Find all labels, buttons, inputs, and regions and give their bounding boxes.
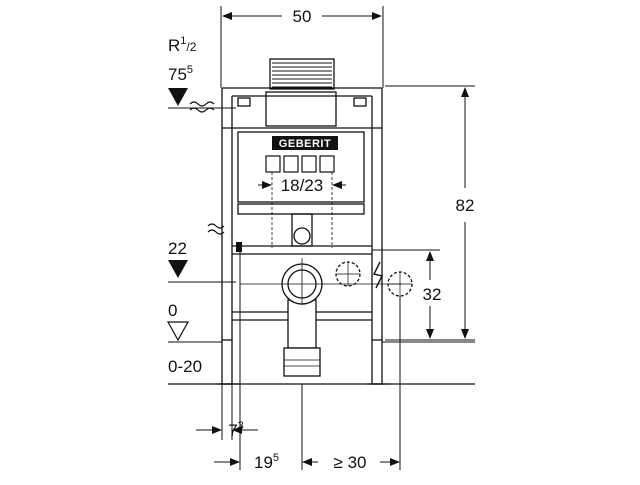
electrical-icon: [372, 261, 384, 289]
button-width-dimension: 18/23: [258, 172, 346, 248]
level-triangle-icon: [168, 88, 188, 106]
outlet-connection: [240, 258, 413, 305]
frame-height-dimension: 82: [385, 85, 475, 341]
installation-frame: [216, 58, 390, 385]
floor-level-triangle-icon: [166, 321, 190, 342]
thread-size-label: R1/2: [168, 35, 197, 55]
wall-gap-dimension: ≥ 30: [302, 453, 400, 472]
inlet-height-label: 755: [168, 64, 193, 84]
top-width-dimension: 50: [220, 6, 384, 88]
flush-button-icon: [265, 155, 335, 173]
water-supply-icon: [207, 223, 225, 235]
geberit-brand-plate: GEBERIT: [265, 136, 338, 173]
water-inlet-annotation: R1/2 755: [168, 35, 236, 113]
water-height-label: 22: [168, 239, 187, 258]
floor-range-label: 0-20: [168, 357, 202, 376]
axis-offset-dimension: 195: [214, 250, 401, 472]
top-width-label: 50: [293, 7, 312, 26]
outlet-height-dimension: 32: [372, 249, 442, 339]
wall-gap-label: ≥ 30: [334, 453, 367, 472]
button-width-label: 18/23: [281, 176, 324, 195]
outlet-height-label: 32: [423, 285, 442, 304]
brand-label: GEBERIT: [279, 138, 331, 150]
level-triangle-icon: [168, 260, 188, 278]
axis-offset-label: 195: [254, 452, 279, 472]
water-inlet-icon: [189, 101, 215, 113]
leg-offset-label: 73: [228, 420, 244, 440]
leg-offset-dimension: 73: [196, 384, 258, 440]
frame-height-label: 82: [456, 196, 475, 215]
floor-level-label: 0: [168, 301, 177, 320]
water-level-annotation: 22: [168, 223, 242, 283]
floor-level-annotation: 0 0-20: [166, 301, 475, 385]
